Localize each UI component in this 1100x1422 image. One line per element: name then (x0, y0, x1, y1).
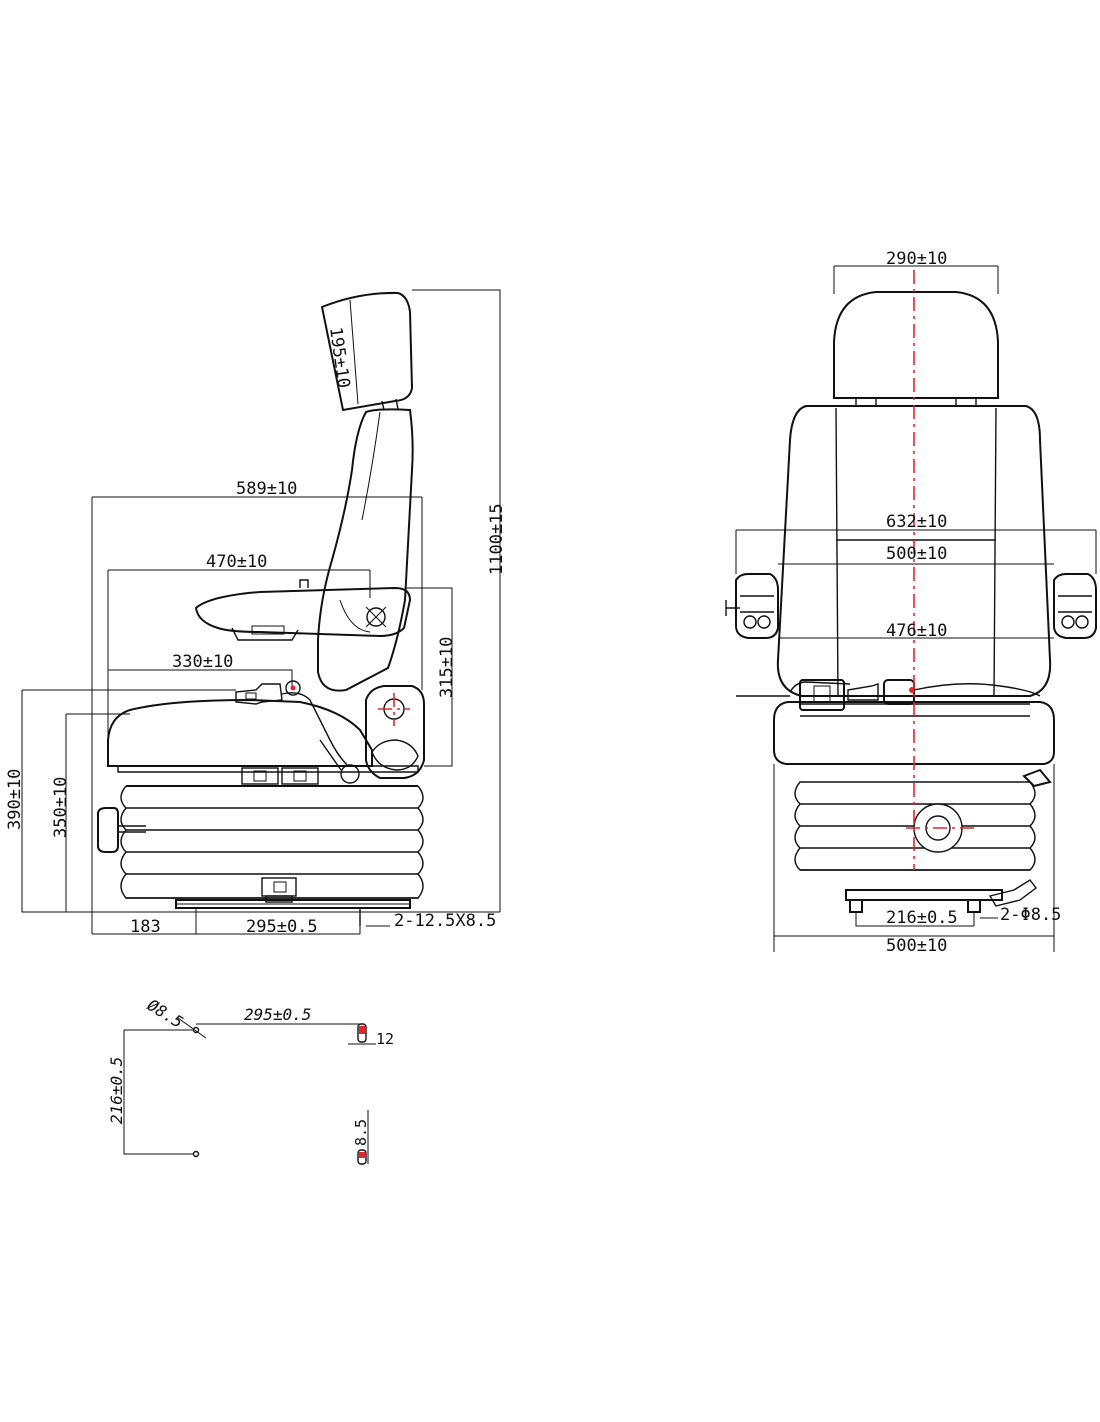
headrest-side (320, 291, 414, 412)
dim-headrest-height: 195±10 (325, 326, 353, 390)
dim-overall-depth: 589±10 (236, 479, 297, 499)
dim-armrest-outer-width: 632±10 (886, 512, 947, 532)
suspension-bellows-front (794, 781, 1036, 871)
suspension-bellows-side (120, 785, 424, 899)
weight-adjust-knob (97, 807, 119, 853)
dim-hole-dia: Ø8.5 (144, 995, 187, 1032)
seat-cushion-side (107, 698, 373, 767)
dim-armrest-height: 315±10 (437, 637, 457, 698)
armrest-side (194, 586, 412, 638)
mount-slot-bottom (357, 1149, 367, 1165)
dim-armrest-length: 470±10 (206, 552, 267, 572)
mount-slot-top (357, 1023, 367, 1043)
mount-hole-bottom (192, 1150, 200, 1158)
dim-mount-holes: 2-Φ8.5 (1000, 905, 1061, 925)
armrest-left-front (725, 573, 779, 639)
armrest-right-front (1053, 573, 1097, 639)
dim-overall-height: 1100±15 (487, 503, 507, 575)
seat-cushion-front (773, 701, 1055, 765)
dim-inner-width: 476±10 (886, 621, 947, 641)
recline-lever (340, 764, 360, 784)
backrest-side (317, 408, 414, 692)
dim-slot-width: 8.5 (352, 1119, 370, 1146)
pivot-housing-side (365, 685, 425, 779)
base-label (261, 877, 297, 897)
headrest-front (833, 291, 999, 399)
dim-base-height-max: 390±10 (5, 769, 25, 830)
dim-rail-spacing-side: 295±0.5 (246, 917, 318, 937)
dim-x-spacing: 295±0.5 (244, 1005, 311, 1024)
dim-y-spacing: 216±0.5 (107, 1057, 126, 1124)
dim-headrest-width: 290±10 (886, 249, 947, 269)
dim-hole-spacing: 216±0.5 (886, 908, 958, 928)
dim-seat-depth: 330±10 (172, 652, 233, 672)
dim-base-height-min: 350±10 (51, 777, 71, 838)
dim-mount-slots: 2-12.5X8.5 (394, 911, 496, 931)
front-view: 290±10 632±10 500±10 476±10 216±0.5 2-Φ8… (725, 249, 1097, 956)
base-plate-front (845, 889, 1003, 901)
dim-front-offset: 183 (130, 917, 161, 937)
mount-plan: Ø8.5 295±0.5 12 8.5 216±0.5 (107, 995, 394, 1165)
backrest-front (776, 405, 1052, 697)
mount-hole-top (192, 1026, 200, 1034)
seat-belt-side (235, 683, 283, 705)
dim-slot-length: 12 (376, 1030, 394, 1048)
slide-rail-side (175, 899, 411, 909)
dim-base-width: 500±10 (886, 936, 947, 956)
warning-label-1 (241, 767, 279, 785)
side-view: 1100±15 195±10 589±10 470±10 330±10 315±… (5, 289, 507, 937)
armrest-knob (366, 607, 386, 627)
warning-label-2 (281, 767, 319, 785)
dim-backrest-width: 500±10 (886, 544, 947, 564)
